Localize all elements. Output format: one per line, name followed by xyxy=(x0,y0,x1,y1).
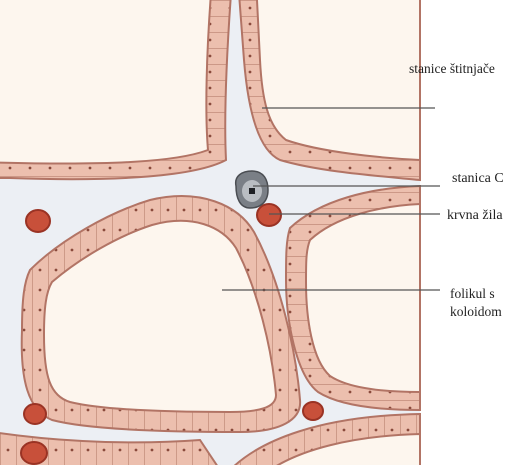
blood-vessel-left xyxy=(26,210,50,232)
label-c-cell: stanica C xyxy=(452,170,504,187)
follicle-right xyxy=(286,186,420,410)
blood-vessel-bottom-center xyxy=(303,402,323,420)
label-thyroid-cells: stanice štitnjače xyxy=(409,60,495,77)
blood-vessel-bottom-left-2 xyxy=(21,442,47,464)
follicle-top-left xyxy=(0,0,232,179)
label-follicle-line1: folikul s xyxy=(450,285,502,303)
blood-vessel-bottom-left-1 xyxy=(24,404,46,424)
blood-vessel-center xyxy=(257,204,281,226)
c-cell xyxy=(236,171,268,208)
label-follicle-with-colloid: folikul s koloidom xyxy=(450,285,502,321)
label-follicle-line2: koloidom xyxy=(450,303,502,321)
label-blood-vessel: krvna žila xyxy=(447,207,503,224)
